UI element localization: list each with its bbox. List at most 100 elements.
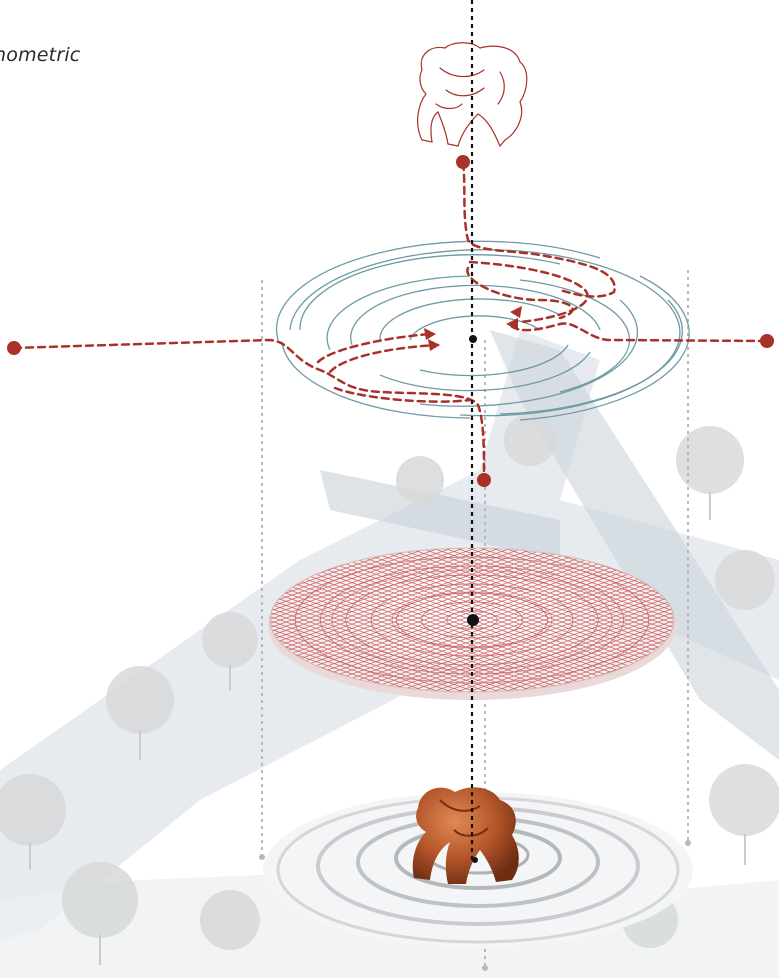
mesh-line [415, 548, 674, 692]
mesh-line [270, 548, 661, 692]
maze-ring [281, 341, 471, 419]
axis-node [472, 857, 478, 863]
mesh-line [415, 548, 674, 692]
endpoint-dot-left [7, 341, 21, 355]
mesh-line [427, 548, 674, 692]
mesh-line [451, 548, 674, 692]
diagram-caption: nometric [0, 44, 81, 66]
mesh-line [270, 548, 469, 692]
figure-leg [435, 103, 463, 110]
mesh-line [295, 548, 674, 692]
tree-icon [106, 666, 174, 734]
mesh-line [463, 548, 674, 692]
mesh-line [270, 548, 517, 692]
tree-icon [0, 774, 66, 846]
red-paths [12, 161, 768, 480]
guide-lines [261, 270, 689, 968]
maze-ring [419, 344, 569, 377]
mesh-line [270, 548, 517, 692]
endpoint-dot-bottom [477, 473, 491, 487]
mesh-line [270, 548, 481, 692]
path-endpoints [7, 155, 774, 487]
mesh-line [270, 548, 493, 692]
figure-sketch [417, 42, 528, 148]
mesh-line [475, 548, 674, 692]
path-inner-loop-2 [466, 266, 574, 320]
maze-ring [299, 254, 561, 331]
figure-arm [439, 67, 485, 78]
mesh-line [270, 548, 529, 692]
endpoint-dot-right [760, 334, 774, 348]
path-right-entry [508, 322, 768, 343]
tree-icon [676, 426, 744, 494]
path-from-top [461, 161, 616, 298]
path-band [320, 470, 560, 560]
mesh-line [270, 548, 601, 692]
tree-icon [396, 456, 444, 504]
axis-node [467, 614, 479, 626]
mesh-line [427, 548, 674, 692]
arrow-icon [428, 339, 440, 351]
figure-hands [445, 87, 485, 97]
maze-ring [499, 299, 683, 415]
path-arrowheads [424, 306, 522, 351]
mesh-line [391, 548, 674, 692]
maze-ring [379, 351, 591, 392]
figure-knee [497, 71, 505, 105]
tree-trunks [29, 492, 746, 965]
diagonal-band [490, 330, 779, 760]
mesh-line [270, 548, 625, 692]
maze-ring [379, 298, 561, 341]
mesh-line [270, 548, 637, 692]
path-left-branch-2 [316, 332, 432, 364]
figure-outline [417, 42, 528, 148]
mesh-line [451, 548, 674, 692]
circular-maze [275, 240, 690, 421]
mesh-line [270, 548, 457, 692]
mesh-line [463, 548, 674, 692]
maze-ring [350, 284, 601, 346]
mesh-line [367, 548, 674, 692]
mesh-line [270, 548, 529, 692]
mesh-line [487, 548, 674, 692]
mesh-line [307, 548, 674, 692]
path-left-entry [12, 338, 486, 480]
mesh-line [270, 548, 457, 692]
path-lower-arc [333, 386, 472, 403]
mesh-line [270, 548, 553, 692]
guide-dots [259, 840, 691, 971]
tree-icon [715, 550, 775, 610]
mesh-line [270, 548, 589, 692]
maze-ring [275, 240, 601, 341]
mesh-line [487, 548, 674, 692]
arrow-icon [424, 328, 436, 340]
tree-group [0, 414, 779, 950]
mesh-line [270, 548, 541, 692]
maze-ring [519, 275, 690, 421]
tree-icon [202, 612, 258, 668]
mesh-line [270, 548, 565, 692]
tree-icon [709, 764, 779, 836]
maze-ring [519, 279, 631, 393]
arrow-icon [510, 306, 522, 318]
arrow-icon [506, 318, 518, 330]
mesh-line [270, 548, 649, 692]
mesh-line [270, 548, 577, 692]
mesh-line [270, 548, 481, 692]
mesh-line [343, 548, 674, 692]
mesh-line [379, 548, 674, 692]
mesh-disc [268, 547, 676, 700]
mesh-line [403, 548, 674, 692]
endpoint-dot-top [456, 155, 470, 169]
axis-node [469, 335, 477, 343]
mesh-line [270, 548, 469, 692]
mesh-line [475, 548, 674, 692]
mesh-line [355, 548, 674, 692]
mesh-line [283, 548, 674, 692]
tree-icon [504, 414, 556, 466]
mesh-line [319, 548, 674, 692]
mesh-line [270, 548, 493, 692]
tree-icon [62, 862, 138, 938]
